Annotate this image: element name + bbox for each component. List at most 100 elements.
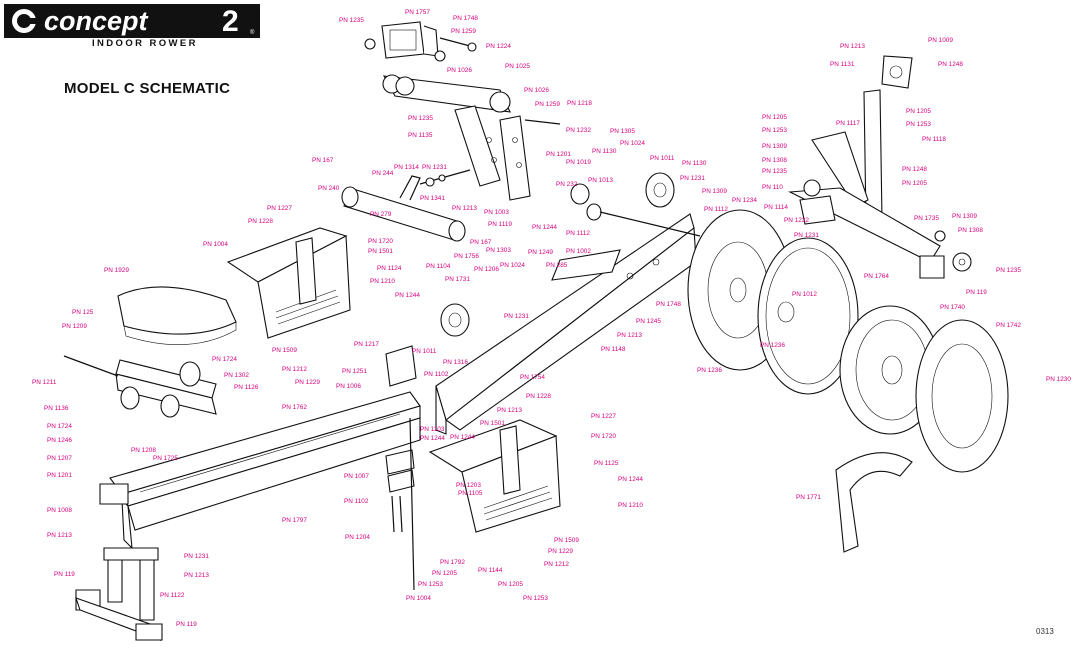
part-callout: PN 1720 [591,433,616,440]
part-callout: PN 1725 [153,455,178,462]
part-callout: PN 1135 [408,132,433,139]
part-callout: PN 1244 [532,224,557,231]
part-callout: PN 1117 [836,120,860,127]
stop-pads [385,345,417,591]
part-callout: PN 1205 [906,108,931,115]
drawing-code: 0313 [1036,627,1054,636]
part-callout: PN 1112 [566,230,590,237]
part-callout: PN 1792 [440,559,465,566]
part-callout: PN 1205 [762,114,787,121]
rear-leg-assembly [787,55,972,279]
part-callout: PN 1130 [682,160,707,167]
part-callout: PN 1724 [47,423,72,430]
part-callout: PN 1026 [524,87,549,94]
part-callout: PN 1004 [406,595,431,602]
part-callout: PN 1244 [420,435,445,442]
part-callout: PN 1210 [618,502,643,509]
part-callout: PN 1203 [456,482,481,489]
part-callout: PN 1104 [426,263,451,270]
part-callout: PN 1748 [656,301,681,308]
part-callout: PN 1234 [732,197,757,204]
part-callout: PN 1224 [486,43,511,50]
monitor-arm [382,74,561,201]
part-callout: PN 1019 [566,159,591,166]
part-callout: PN 285 [546,262,568,269]
concept2-logo: concept 2 ® [4,4,260,38]
part-callout: PN 1748 [453,15,478,22]
part-callout: PN 1209 [62,323,87,330]
part-callout: PN 1217 [354,341,379,348]
part-callout: PN 232 [556,181,578,188]
part-callout: PN 1231 [184,553,209,560]
part-callout: PN 119 [176,621,197,628]
part-callout: PN 1309 [762,143,787,150]
part-callout: PN 1201 [47,472,72,479]
part-callout: PN 1501 [368,248,393,255]
part-callout: PN 1231 [504,313,529,320]
part-callout: PN 1309 [702,188,727,195]
part-callout: PN 1227 [591,413,616,420]
part-callout: PN 1026 [447,67,472,74]
part-callout: PN 1227 [267,205,292,212]
part-callout: PN 110 [762,184,783,191]
part-callout: PN 1731 [445,276,470,283]
brand-model-number: 2 [222,5,239,38]
part-callout: PN 167 [312,157,334,164]
part-callout: PN 1341 [420,195,445,202]
part-callout: PN 1207 [47,455,72,462]
seat-assembly [63,286,237,418]
part-callout: PN 1756 [454,253,479,260]
handle-assembly [341,169,471,242]
part-callout: PN 1316 [443,359,468,366]
part-callout: PN 1114 [764,204,788,211]
part-callout: PN 1305 [610,128,635,135]
part-callout: PN 1246 [47,437,72,444]
part-callout: PN 1008 [47,507,72,514]
part-callout: PN 1024 [620,140,645,147]
part-callout: PN 240 [318,185,340,192]
part-callout: PN 1213 [47,532,72,539]
part-callout: PN 1253 [906,121,931,128]
chain-guard [835,452,913,553]
part-callout: PN 1213 [497,407,522,414]
part-callout: PN 1007 [344,473,369,480]
part-callout: PN 1253 [418,581,443,588]
part-callout: PN 1131 [830,61,855,68]
part-callout: PN 1011 [412,348,437,355]
part-callout: PN 1248 [902,166,927,173]
part-callout: PN 1011 [650,155,675,162]
part-callout: PN 1218 [567,100,592,107]
part-callout: PN 1102 [424,371,449,378]
monitor-assembly [364,21,477,62]
part-callout: PN 1231 [794,232,819,239]
part-callout: PN 1230 [1046,376,1071,383]
part-callout: PN 1253 [523,595,548,602]
part-callout: PN 1126 [234,384,259,391]
part-callout: PN 1235 [762,168,787,175]
part-callout: PN 1509 [272,347,297,354]
part-callout: PN 1002 [566,248,591,255]
part-callout: PN 1314 [394,164,419,171]
part-callout: PN 1248 [938,61,963,68]
part-callout: PN 1009 [928,37,953,44]
part-callout: PN 119 [54,571,75,578]
part-callout: PN 1205 [902,180,927,187]
part-callout: PN 1236 [697,367,722,374]
part-callout: PN 1740 [940,304,965,311]
part-callout: PN 1235 [339,17,364,24]
part-callout: PN 1102 [344,498,369,505]
part-callout: PN 1003 [484,209,509,216]
flywheel-outer-ring [757,237,859,395]
part-callout: PN 1303 [486,247,511,254]
part-callout: PN 1025 [505,63,530,70]
part-callout: PN 1724 [212,356,237,363]
part-callout: PN 1118 [922,136,946,143]
part-callout: PN 1204 [345,534,370,541]
part-callout: PN 1004 [203,241,228,248]
part-callout: PN 1228 [526,393,551,400]
part-callout: PN 1244 [395,292,420,299]
part-callout: PN 1213 [452,205,477,212]
part-callout: PN 1244 [618,476,643,483]
